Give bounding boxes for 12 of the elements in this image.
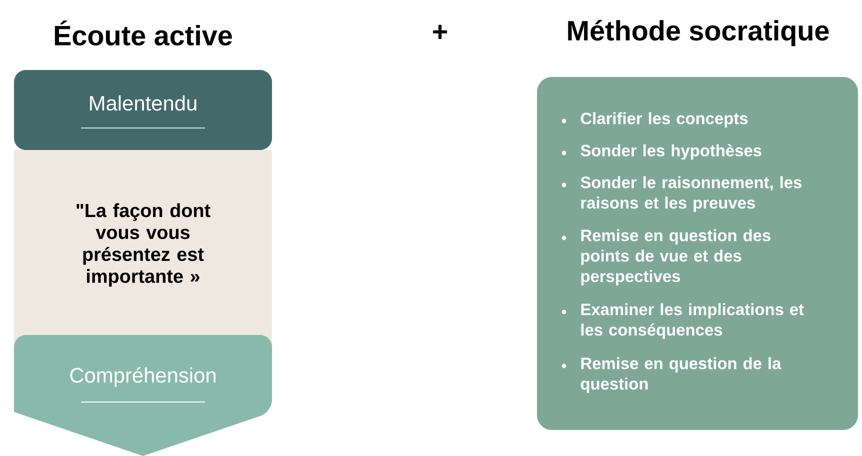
list-item: Examiner les implications et les conséquences [581, 303, 804, 339]
header-box: Malentendu [14, 70, 272, 150]
list-item: Sonder les hypothèses [580, 144, 762, 160]
heading: Méthode socratique [568, 20, 829, 46]
list-item: Remise en question de la question [580, 357, 782, 393]
chevron-box: Compréhension [14, 335, 272, 456]
list-item: Remise en question des points de vue et des perspectives [581, 229, 770, 286]
quote-box: "La façon dont vous vous présentez est importante » [14, 150, 272, 345]
list-box [537, 77, 858, 430]
list-item: Clarifier les concepts [580, 112, 748, 128]
heading: + [433, 24, 448, 39]
list-item: Sonder le raisonnement, les raisons et les preuves [580, 176, 802, 212]
